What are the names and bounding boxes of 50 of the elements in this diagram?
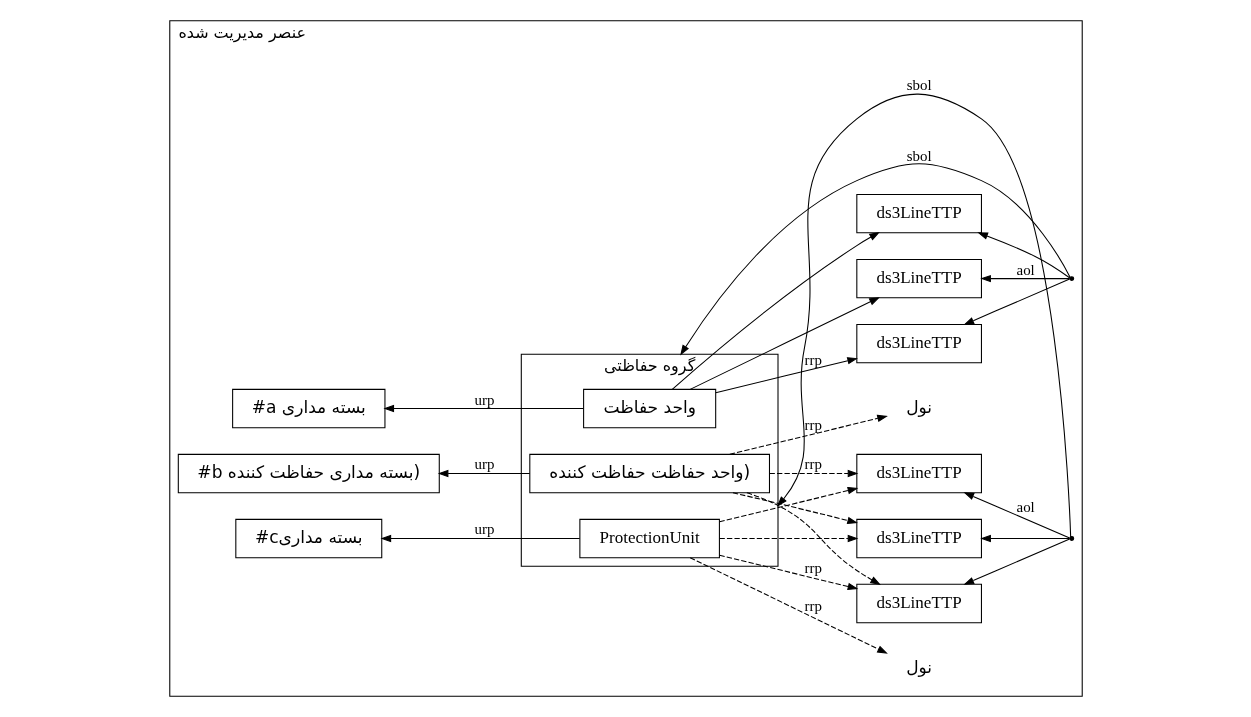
arrow: [962, 492, 1070, 539]
edge-label: urp: [474, 521, 494, 538]
node-box: ds3LineTTP: [855, 258, 982, 299]
arrow: [437, 469, 530, 478]
node-box: #b بسته مداری حفاظت کننده): [177, 453, 440, 494]
edge-label: rrp: [803, 598, 822, 615]
node-box: ds3LineTTP: [855, 193, 982, 234]
arrow: [718, 554, 858, 591]
arrow: [718, 486, 858, 523]
node-text: نول: [905, 656, 932, 677]
arrow: [714, 357, 858, 394]
node-box: ds3LineTTP: [855, 583, 982, 624]
arrow: [979, 274, 1070, 283]
arrow: [962, 278, 1070, 325]
arrow: [776, 93, 1071, 538]
edge-label: urp: [474, 391, 494, 408]
node-box: ds3LineTTP: [855, 323, 982, 364]
arrow: [976, 232, 1070, 279]
arrow: [671, 232, 880, 390]
node-box: ProtectionUnit: [578, 518, 720, 559]
node-text: نول: [905, 396, 932, 417]
arrow: [768, 469, 858, 478]
edge-label: sbol: [906, 147, 932, 164]
arrow: [382, 404, 584, 413]
edge-label: aol: [1016, 261, 1035, 278]
node-box: ds3LineTTP: [855, 453, 982, 494]
arrow: [679, 163, 1071, 356]
arrow: [962, 538, 1070, 585]
node-point: [1068, 536, 1074, 541]
node-box: واحد حفاظت: [582, 388, 716, 429]
node-box: ds3LineTTP: [855, 518, 982, 559]
node-box: #a بسته مداری: [231, 388, 385, 429]
node-box: #cبسته مداری: [234, 518, 382, 559]
arrow: [380, 534, 580, 543]
arrow: [979, 534, 1070, 543]
edge-label: sbol: [906, 77, 932, 94]
edge-label: rrp: [803, 456, 822, 473]
arrow: [728, 414, 888, 455]
node-box: واحد حفاظت حفاظت کننده): [528, 453, 770, 494]
arrow: [745, 492, 881, 585]
arrow: [689, 557, 888, 654]
edge-label: rrp: [803, 559, 822, 576]
edge-label: aol: [1016, 499, 1035, 516]
arrow: [689, 297, 880, 390]
node-point: [1068, 276, 1074, 282]
edge-label: rrp: [803, 352, 822, 369]
edge-label: urp: [474, 456, 494, 473]
arrow: [718, 534, 858, 543]
arrow: [731, 492, 858, 525]
edge-label: rrp: [803, 417, 822, 434]
